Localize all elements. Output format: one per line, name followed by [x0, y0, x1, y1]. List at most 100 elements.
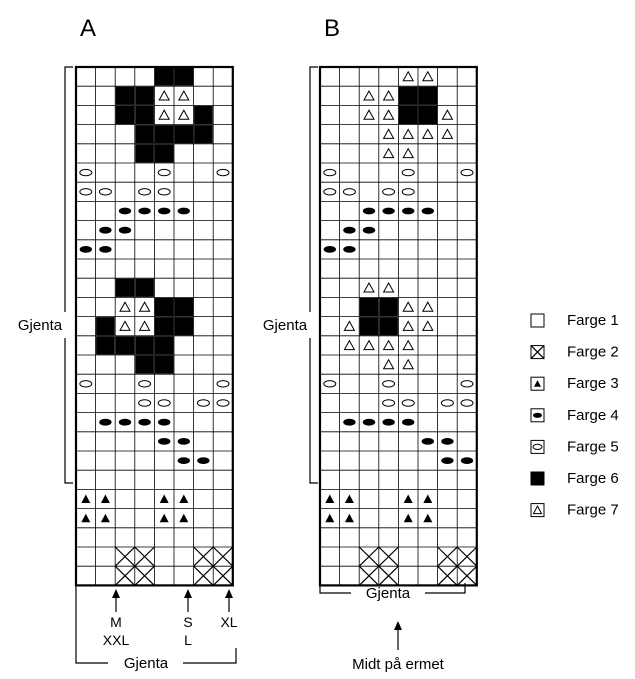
- chart-cell-oval-open: [98, 188, 112, 196]
- chart-a-grid: [74, 65, 234, 587]
- chart-b-title: B: [324, 15, 340, 42]
- chart-cell-oval-filled: [421, 438, 434, 445]
- chart-cell-oval-filled: [421, 207, 434, 215]
- legend-label: Farge 7: [567, 502, 619, 519]
- chart-cell-oval-open: [216, 168, 230, 177]
- chart-cell-tri-open: [158, 109, 171, 120]
- chart-cell-tri-open: [402, 358, 415, 370]
- chart-cell-black: [398, 86, 418, 105]
- chart-cell-oval-filled: [441, 438, 454, 445]
- chart-cell-tri-filled: [179, 494, 189, 503]
- chart-cell-oval-filled: [343, 226, 356, 234]
- chart-cell-oval-open: [382, 399, 396, 407]
- chart-cell-oval-open: [157, 168, 171, 177]
- chart-cell-tri-filled: [81, 513, 91, 523]
- chart-cell-black: [115, 278, 135, 297]
- chart-cell-tri-open: [363, 281, 375, 293]
- chart-cell-oval-filled: [402, 418, 415, 426]
- chart-cell-tri-open: [382, 147, 395, 159]
- legend-item: Farge 2: [530, 344, 619, 361]
- chart-cell-tri-filled: [100, 494, 110, 503]
- chart-cell-tri-open: [402, 301, 415, 312]
- chart-cell-black: [174, 297, 194, 317]
- chart-cell-tri-open: [382, 281, 395, 293]
- chart-cell-oval-filled: [118, 207, 132, 215]
- chart-cell-oval-open: [401, 188, 415, 196]
- chart-a-size-arrows: [112, 589, 233, 612]
- chart-cell-oval-filled: [197, 457, 210, 464]
- chart-cell-tri-filled: [179, 513, 189, 523]
- chart-cell-oval-filled: [118, 226, 132, 234]
- chart-cell-oval-open: [157, 399, 171, 407]
- legend-swatch-empty: [530, 313, 545, 328]
- chart-cell-oval-open: [382, 188, 396, 196]
- chart-cell-tri-open: [177, 89, 190, 101]
- chart-cell-tri-filled: [325, 494, 335, 503]
- chart-cell-oval-filled: [382, 418, 395, 426]
- chart-cell-oval-open: [79, 380, 93, 388]
- legend-label: Farge 2: [567, 344, 619, 361]
- chart-cell-black: [359, 297, 379, 317]
- chart-cell-tri-filled: [344, 494, 354, 503]
- chart-cell-black: [135, 355, 154, 374]
- chart-b-bottom-repeat-label: Gjenta: [366, 585, 411, 602]
- chart-cell-oval-filled: [177, 207, 190, 215]
- chart-cell-black: [194, 105, 213, 125]
- chart-cell-oval-open: [138, 380, 152, 388]
- chart-cell-black: [359, 317, 379, 336]
- chart-cell-tri-filled: [403, 494, 413, 503]
- chart-cell-oval-open: [440, 399, 454, 407]
- chart-cell-tri-filled: [344, 513, 354, 523]
- chart-cell-tri-filled: [423, 494, 433, 503]
- chart-cell-oval-filled: [99, 226, 112, 234]
- chart-cell-oval-filled: [99, 246, 112, 253]
- chart-cell-oval-open: [401, 399, 415, 407]
- chart-cell-oval-open: [216, 399, 230, 407]
- chart-cell-oval-filled: [441, 457, 454, 464]
- legend-label: Farge 1: [567, 312, 619, 329]
- chart-cell-oval-open: [401, 168, 415, 177]
- chart-cell-tri-open: [421, 320, 434, 331]
- legend-label: Farge 4: [567, 407, 619, 424]
- chart-cell-oval-filled: [158, 207, 171, 215]
- chart-cell-black: [154, 336, 174, 355]
- chart-a-side-bracket: [64, 66, 73, 484]
- chart-cell-oval-open: [323, 168, 337, 177]
- legend-label: Farge 6: [567, 470, 619, 487]
- chart-b-side-bracket: [309, 66, 318, 484]
- chart-cell-tri-open: [343, 320, 356, 331]
- chart-cell-black: [135, 105, 154, 125]
- chart-cell-cross: [437, 565, 458, 586]
- legend-item: Farge 4: [530, 407, 619, 424]
- chart-cell-oval-filled: [138, 207, 151, 215]
- chart-cell-black: [154, 144, 174, 163]
- size-label-s: S: [183, 614, 192, 630]
- chart-cell-oval-open: [342, 188, 356, 196]
- chart-cell-black: [115, 86, 135, 105]
- chart-cell-cross: [114, 546, 136, 567]
- legend-item: Farge 7: [530, 502, 619, 519]
- legend-item: Farge 6: [530, 470, 619, 487]
- chart-a-bottom-repeat-label: Gjenta: [124, 655, 169, 672]
- chart-cell-oval-open: [323, 380, 337, 388]
- chart-cell-black: [115, 336, 135, 355]
- chart-cell-tri-open: [177, 109, 190, 120]
- chart-cell-black: [379, 297, 398, 317]
- chart-cell-tri-open: [402, 147, 415, 159]
- size-label-xxl: XXL: [103, 632, 130, 648]
- chart-cell-cross: [456, 546, 478, 567]
- legend-swatch-oval-filled: [530, 408, 545, 423]
- chart-cell-tri-filled: [159, 513, 169, 523]
- chart-cell-oval-filled: [99, 418, 112, 426]
- center-arrow-head: [394, 621, 402, 630]
- chart-cell-tri-open: [138, 301, 151, 312]
- chart-cell-oval-filled: [177, 457, 190, 464]
- chart-cell-black: [115, 105, 135, 125]
- chart-b-side-repeat-label: Gjenta: [263, 317, 308, 334]
- chart-cell-oval-filled: [343, 246, 356, 253]
- chart-cell-cross: [212, 565, 234, 586]
- chart-cell-tri-open: [382, 109, 395, 120]
- chart-b-bottom-bracket: [319, 583, 466, 594]
- chart-cell-tri-open: [138, 320, 151, 331]
- chart-cell-oval-open: [79, 168, 93, 177]
